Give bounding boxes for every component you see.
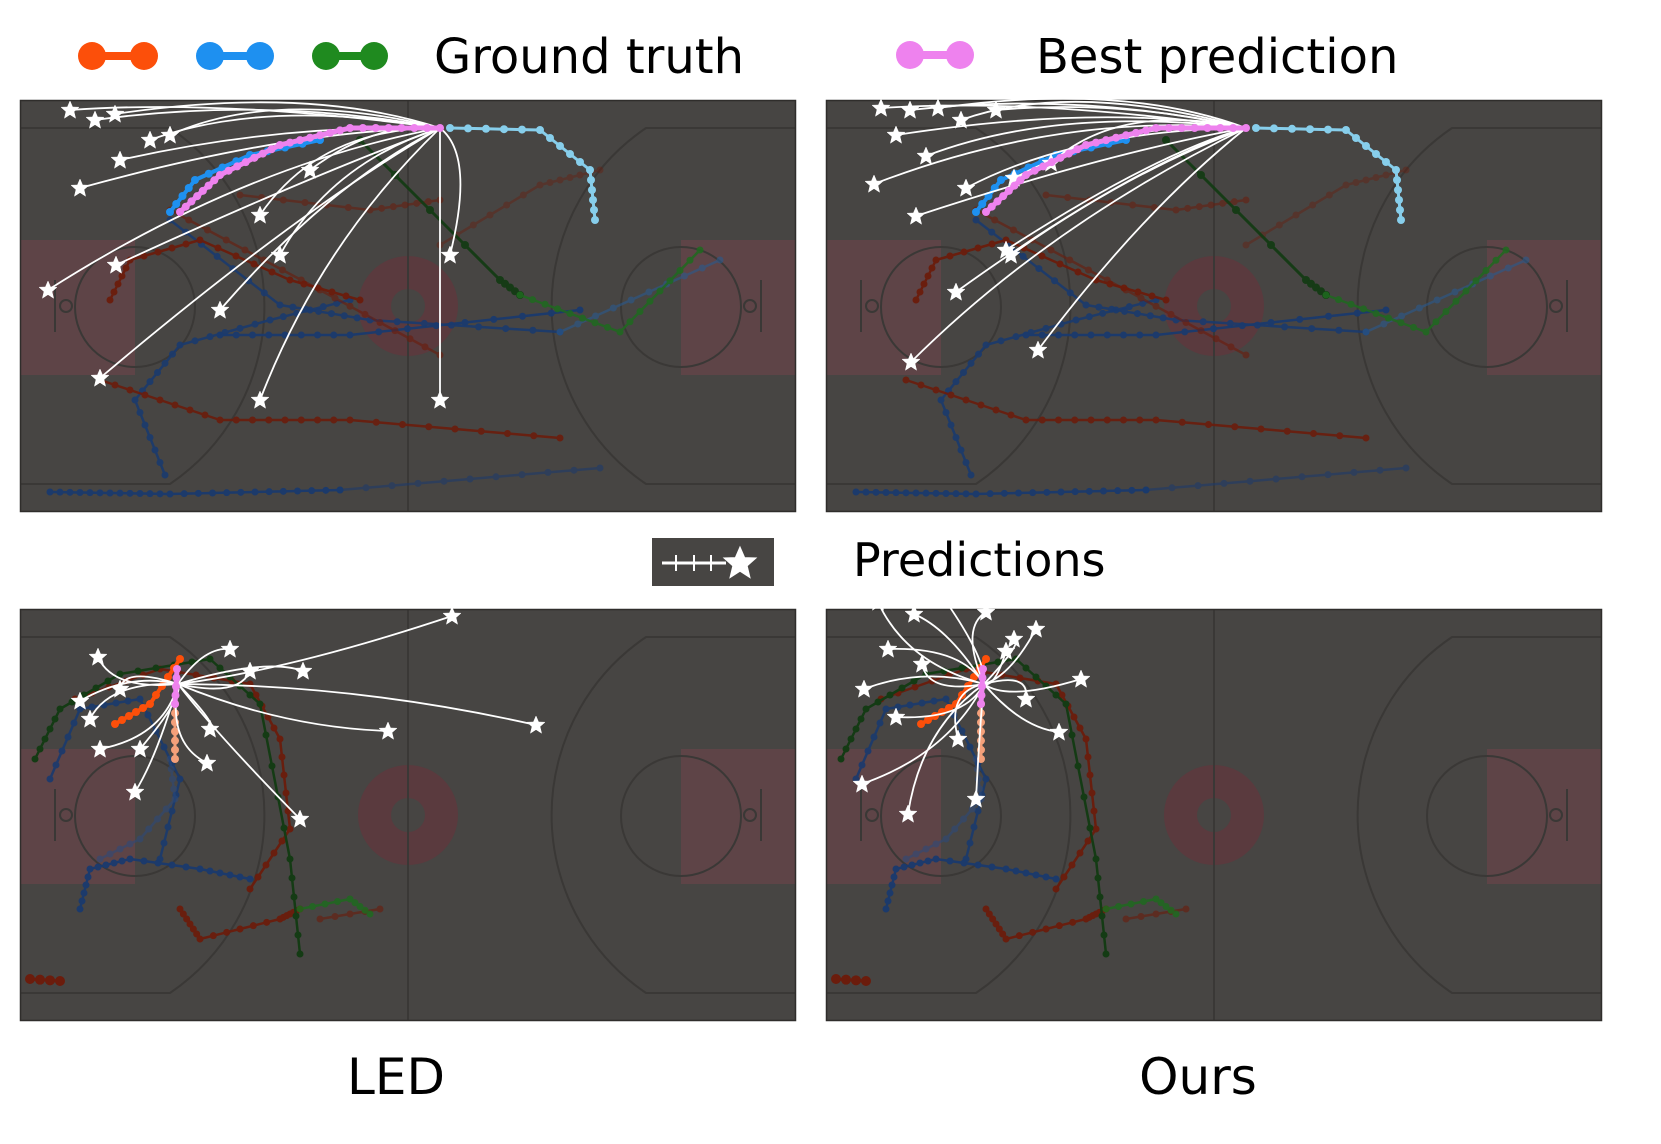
gt-trajectory <box>296 895 374 918</box>
prediction-trajectory <box>430 127 450 409</box>
gt-trajectory <box>882 855 1060 913</box>
prediction-trajectory <box>898 683 985 823</box>
best-prediction-trajectory <box>982 124 1250 216</box>
gt-trajectory <box>1022 306 1390 339</box>
prediction-trajectory <box>983 669 1091 693</box>
legend: Ground truth Best prediction <box>78 29 1398 85</box>
gt-trajectory <box>982 905 1110 943</box>
prediction-trajectory <box>177 683 220 738</box>
gt-trajectory <box>902 755 985 863</box>
panel-led-bottom <box>19 606 797 1022</box>
gt-trajectory <box>1252 124 1405 224</box>
prediction-trajectory <box>912 654 985 688</box>
gt-trajectory <box>877 665 1100 893</box>
gt-trajectory <box>516 246 704 336</box>
gt-trajectory <box>131 296 354 479</box>
gt-trajectory <box>236 191 444 214</box>
gt-trajectory <box>336 464 604 494</box>
gt-trajectory <box>902 376 1370 442</box>
prediction-trajectory <box>868 592 985 685</box>
ours-label: Ours <box>1139 1048 1257 1106</box>
prediction-trajectory <box>1001 127 1247 264</box>
gt-trajectory <box>25 974 65 986</box>
gt-trajectory <box>1162 136 1330 299</box>
prediction-trajectory <box>110 675 179 698</box>
gt-trajectory <box>76 855 254 913</box>
best-prediction-trajectory <box>977 665 987 708</box>
prediction-trajectory <box>177 683 546 734</box>
prediction-trajectory <box>971 602 996 685</box>
best-prediction-trajectory <box>171 665 181 708</box>
prediction-trajectory <box>948 683 985 748</box>
prediction-trajectory <box>852 683 985 793</box>
ground-truth-green-marker <box>312 42 388 70</box>
gt-trajectory <box>436 166 604 249</box>
prediction-trajectory <box>983 679 1036 708</box>
gt-trajectory <box>106 236 364 304</box>
prediction-trajectory <box>1041 119 1247 172</box>
gt-trajectory <box>1102 895 1180 918</box>
best-prediction-marker <box>896 41 974 69</box>
prediction-trajectory <box>928 97 1247 129</box>
gt-trajectory <box>96 376 564 442</box>
prediction-trajectory <box>210 127 441 319</box>
prediction-trajectory <box>878 639 985 685</box>
led-label: LED <box>347 1048 445 1106</box>
prediction-trajectory <box>177 683 398 740</box>
panel-ours-bottom <box>825 583 1603 1022</box>
gt-trajectory <box>912 236 1170 304</box>
gt-trajectory <box>31 655 304 958</box>
prediction-trajectory <box>177 606 462 685</box>
gt-trajectory <box>96 755 179 863</box>
gt-trajectory <box>166 206 444 359</box>
prediction-trajectory <box>38 127 441 299</box>
prediction-trajectory <box>250 127 441 409</box>
gt-trajectory <box>852 486 1150 498</box>
prediction-trajectory <box>983 683 1069 741</box>
prediction-trajectory <box>916 120 1247 165</box>
gt-trajectory <box>216 306 584 339</box>
gt-trajectory <box>1142 464 1410 494</box>
ground-truth-label: Ground truth <box>434 29 744 85</box>
gt-trajectory <box>46 695 184 863</box>
ground-truth-blue-marker <box>196 42 274 70</box>
prediction-trajectory <box>177 661 260 690</box>
ground-truth-red-marker <box>78 42 158 70</box>
prediction-trajectory <box>983 629 1024 685</box>
prediction-trajectory <box>105 101 441 129</box>
prediction-trajectory <box>854 675 985 698</box>
prediction-trajectory <box>160 108 441 144</box>
panel-ours-top <box>825 97 1603 513</box>
prediction-star-icon <box>868 592 888 611</box>
prediction-trajectory <box>140 114 441 149</box>
gt-trajectory <box>937 296 1160 479</box>
gt-trajectory <box>1322 246 1510 336</box>
prediction-trajectory <box>439 127 462 264</box>
prediction-trajectory <box>906 127 1247 225</box>
prediction-trajectory <box>986 100 1247 129</box>
panel-led-top <box>19 99 797 513</box>
gt-trajectory <box>831 974 871 986</box>
prediction-trajectory <box>177 683 310 828</box>
gt-trajectory <box>46 486 344 498</box>
prediction-trajectory <box>177 639 240 685</box>
prediction-trajectory <box>996 127 1247 259</box>
best-prediction-trajectory <box>176 124 444 216</box>
predictions-label: Predictions <box>853 533 1105 587</box>
prediction-trajectory <box>901 127 1247 371</box>
prediction-trajectory <box>70 679 179 710</box>
prediction-trajectory <box>1028 127 1247 359</box>
gt-trajectory <box>446 124 599 224</box>
predictions-legend: Predictions <box>652 533 1105 587</box>
prediction-trajectory <box>904 604 985 685</box>
best-prediction-label: Best prediction <box>1036 29 1398 85</box>
prediction-trajectory <box>177 661 313 685</box>
prediction-trajectory <box>90 127 441 387</box>
